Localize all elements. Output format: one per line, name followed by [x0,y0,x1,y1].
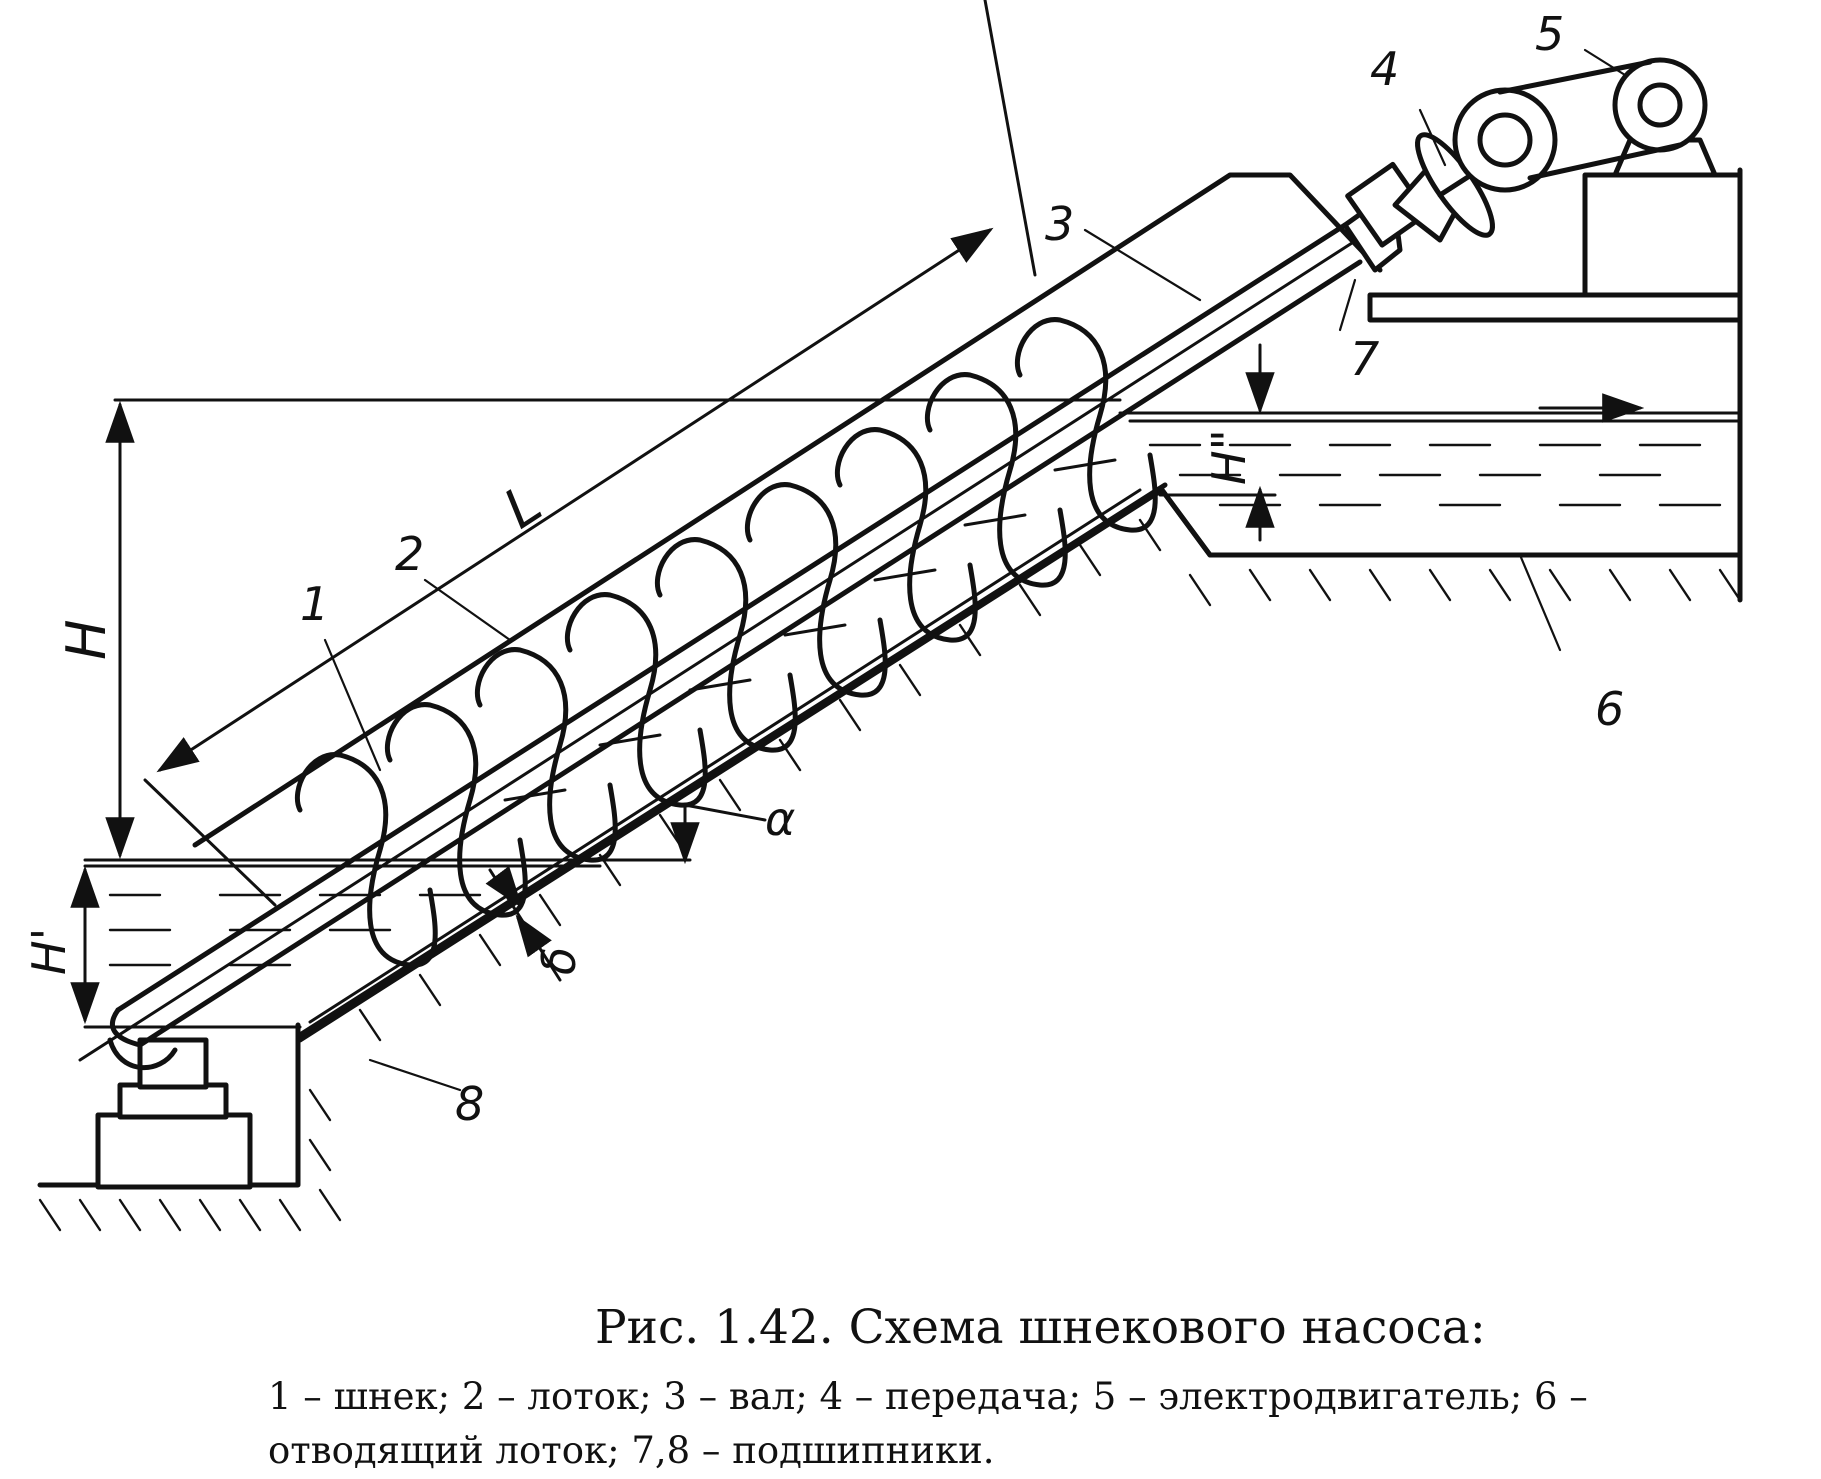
label-bearing-bottom: 8 [455,1077,484,1131]
drive-unit [1342,57,1708,273]
label-outlet-depth: H" [1202,429,1256,485]
label-screw: 1 [300,577,329,631]
label-motor: 5 [1535,7,1564,61]
dimensions [70,0,1627,1092]
label-height: H [55,619,118,660]
label-trough: 2 [395,527,424,581]
label-outlet: 6 [1595,682,1624,736]
label-bearing-top: 7 [1350,332,1379,386]
screw-flights [294,317,1158,968]
label-gap: δ [532,947,586,975]
figure-legend: 1 – шнек; 2 – лоток; 3 – вал; 4 – переда… [268,1375,1588,1472]
label-transmission: 4 [1370,42,1399,96]
diagram-labels: 1 2 3 4 5 6 7 8 L H H' H" α δ [22,7,1624,1131]
outlet-channel [1118,137,1743,558]
label-shaft: 3 [1045,197,1074,251]
bearing-bottom [107,1037,178,1071]
label-inlet-depth: H' [22,928,76,975]
label-angle: α [765,792,795,846]
label-length: L [493,472,553,541]
shaft [78,222,1382,1062]
figure-title: Рис. 1.42. Схема шнекового насоса: [595,1300,1486,1355]
